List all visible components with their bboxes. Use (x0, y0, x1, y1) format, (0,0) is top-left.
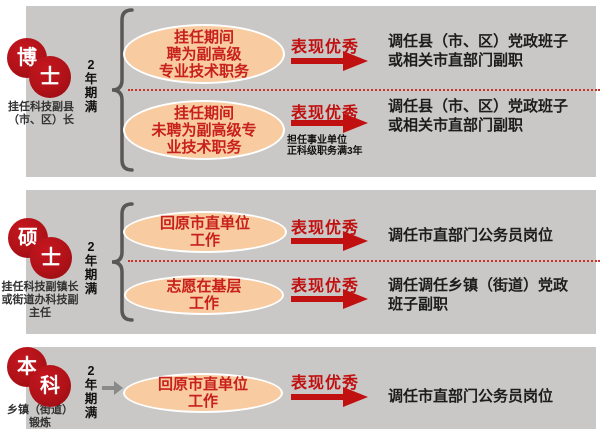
role-label: 挂任科技副镇长 或街道办科技副 主任 (1, 281, 79, 319)
arrow-right-icon (291, 387, 368, 407)
brace-icon (111, 8, 134, 172)
result-label: 调任县（市、区）党政班子 或相关市直部门副职 (388, 98, 569, 134)
performance-label: 表现优秀 (291, 220, 360, 237)
small-arrow-right-icon (102, 381, 123, 395)
degree-char: 士 (40, 66, 60, 88)
panel-bachelor: 本 科 乡镇（街道） 锻炼 2年期满 回原市直单位 工作 表现优秀 调任市直部门… (7, 347, 596, 429)
role-label: 挂任科技副县 （市、区）长 (8, 101, 74, 126)
performance-label: 表现优秀 (291, 105, 360, 122)
condition-ellipse: 挂任期间 聘为副高级 专业技术职务 (123, 24, 285, 84)
degree-char: 博 (17, 47, 37, 69)
arrow-right-icon (291, 231, 368, 251)
condition-ellipse: 回原市直单位 工作 (123, 211, 287, 253)
degree-badge-2: 科 (29, 365, 71, 407)
arrow-right-icon (291, 51, 368, 71)
arrow-note: 担任事业单位 正科级职务满3年 (287, 135, 363, 157)
condition-ellipse: 志愿在基层 工作 (124, 275, 284, 315)
result-label: 调任市直部门公务员岗位 (388, 388, 554, 405)
condition-ellipse: 回原市直单位 工作 (123, 373, 283, 413)
role-label: 乡镇（街道） 锻炼 (7, 404, 73, 429)
result-label: 调任市直部门公务员岗位 (388, 227, 554, 244)
period-label: 2年期满 (84, 364, 98, 420)
degree-char: 本 (17, 356, 37, 378)
arrow-right-icon (291, 113, 368, 133)
dotted-divider (128, 260, 600, 262)
condition-ellipse: 挂任期间 未聘为副高级专 业技术职务 (123, 100, 285, 160)
degree-badge-2: 士 (29, 56, 71, 98)
panel-master: 硕 士 挂任科技副镇长 或街道办科技副 主任 2年期满 回原市直单位 工作 表现… (2, 190, 600, 334)
performance-label: 表现优秀 (291, 375, 360, 392)
degree-char: 硕 (18, 227, 38, 249)
period-label: 2年期满 (84, 58, 98, 114)
result-label: 调任县（市、区）党政班子 或相关市直部门副职 (388, 33, 569, 69)
degree-char: 士 (41, 247, 61, 269)
panel-phd: 博 士 挂任科技副县 （市、区）长 2年期满 挂任期间 聘为副高级 专业技术职务… (7, 6, 600, 177)
performance-label: 表现优秀 (291, 39, 360, 56)
brace-icon (111, 202, 134, 322)
arrow-right-icon (291, 289, 368, 309)
result-label: 调任调任乡镇（街道）党政 班子副职 (388, 277, 569, 313)
degree-badge-2: 士 (30, 237, 72, 279)
period-label: 2年期满 (84, 240, 98, 296)
degree-char: 科 (40, 375, 60, 397)
performance-label: 表现优秀 (291, 278, 360, 295)
dotted-divider (128, 89, 600, 91)
